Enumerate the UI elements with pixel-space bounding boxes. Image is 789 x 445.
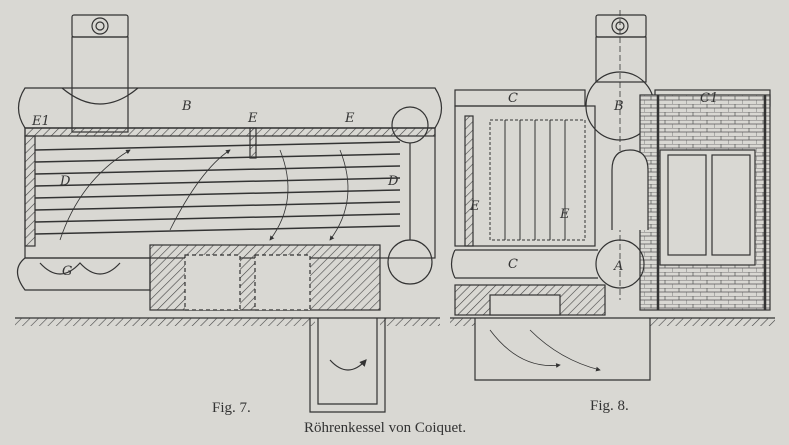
fig8-caption: Fig. 8. [590,398,629,414]
fig8-labels: C B C1 E E C A [469,91,718,274]
figure-title: Röhrenkessel von Coiquet. [304,420,467,436]
label-g: G [62,264,72,279]
label-e: E [469,199,480,214]
label-b: B [613,99,624,114]
label-c: C [508,91,518,106]
label-c: C [508,257,518,272]
label-c1: C1 [700,91,718,106]
fig7-caption: Fig. 7. [212,400,251,416]
fig7-labels: B E1 E E D D G [31,99,399,279]
label-d: D [387,174,399,189]
label-d: D [59,174,71,189]
label-b: B [181,99,192,114]
label-e: E [559,207,570,222]
label-e1: E1 [31,114,50,129]
label-a: A [613,259,623,274]
fig7-drawing [15,14,443,413]
label-e: E [247,111,258,126]
fig8-drawing [450,10,775,381]
label-e: E [344,111,355,126]
